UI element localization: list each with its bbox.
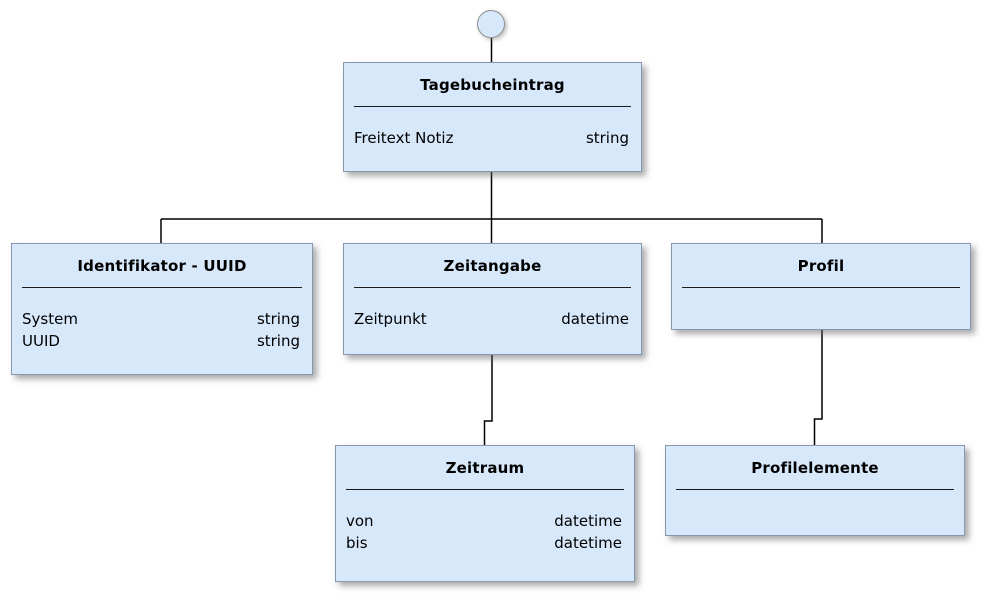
attribute-list: von datetime bis datetime bbox=[336, 490, 634, 554]
attribute-type: datetime bbox=[554, 534, 622, 552]
title-separator bbox=[346, 489, 624, 490]
attribute-list: Freitext Notiz string bbox=[344, 107, 641, 149]
edge-zeitangabe-to-zeitraum bbox=[483, 355, 493, 445]
attribute-row: System string bbox=[22, 308, 300, 330]
entity-profil: Profil bbox=[671, 243, 971, 330]
entity-title: Zeitangabe bbox=[443, 256, 542, 275]
attribute-name: UUID bbox=[22, 332, 60, 350]
attribute-list: System string UUID string bbox=[12, 288, 312, 352]
attribute-type: string bbox=[256, 332, 300, 350]
edge-profil-to-profilelemente bbox=[813, 330, 823, 445]
start-circle-node bbox=[477, 10, 505, 38]
attribute-row: von datetime bbox=[346, 510, 622, 532]
attribute-name: Zeitpunkt bbox=[354, 310, 427, 328]
entity-title: Tagebucheintrag bbox=[420, 75, 565, 94]
attribute-name: von bbox=[346, 512, 374, 530]
entity-title: Profilelemente bbox=[751, 458, 879, 477]
entity-zeitraum: Zeitraum von datetime bis datetime bbox=[335, 445, 635, 582]
entity-title: Zeitraum bbox=[445, 458, 525, 477]
entity-profilelemente: Profilelemente bbox=[665, 445, 965, 536]
attribute-row: bis datetime bbox=[346, 532, 622, 554]
title-separator bbox=[682, 287, 960, 288]
attribute-type: datetime bbox=[561, 310, 629, 328]
entity-zeitangabe: Zeitangabe Zeitpunkt datetime bbox=[343, 243, 642, 355]
title-separator bbox=[354, 287, 631, 288]
attribute-type: string bbox=[585, 129, 629, 147]
attribute-row: Zeitpunkt datetime bbox=[354, 308, 629, 330]
attribute-list bbox=[666, 490, 964, 510]
attribute-row: Freitext Notiz string bbox=[354, 127, 629, 149]
entity-tagebucheintrag: Tagebucheintrag Freitext Notiz string bbox=[343, 62, 642, 172]
attribute-row: UUID string bbox=[22, 330, 300, 352]
attribute-type: datetime bbox=[554, 512, 622, 530]
attribute-name: System bbox=[22, 310, 78, 328]
attribute-list bbox=[672, 288, 970, 308]
title-separator bbox=[354, 106, 631, 107]
attribute-list: Zeitpunkt datetime bbox=[344, 288, 641, 330]
entity-title: Profil bbox=[797, 256, 845, 275]
attribute-name: bis bbox=[346, 534, 368, 552]
title-separator bbox=[22, 287, 302, 288]
title-separator bbox=[676, 489, 954, 490]
attribute-type: string bbox=[256, 310, 300, 328]
entity-title: Identifikator - UUID bbox=[77, 256, 247, 275]
attribute-name: Freitext Notiz bbox=[354, 129, 454, 147]
entity-identifikator-uuid: Identifikator - UUID System string UUID … bbox=[11, 243, 313, 375]
